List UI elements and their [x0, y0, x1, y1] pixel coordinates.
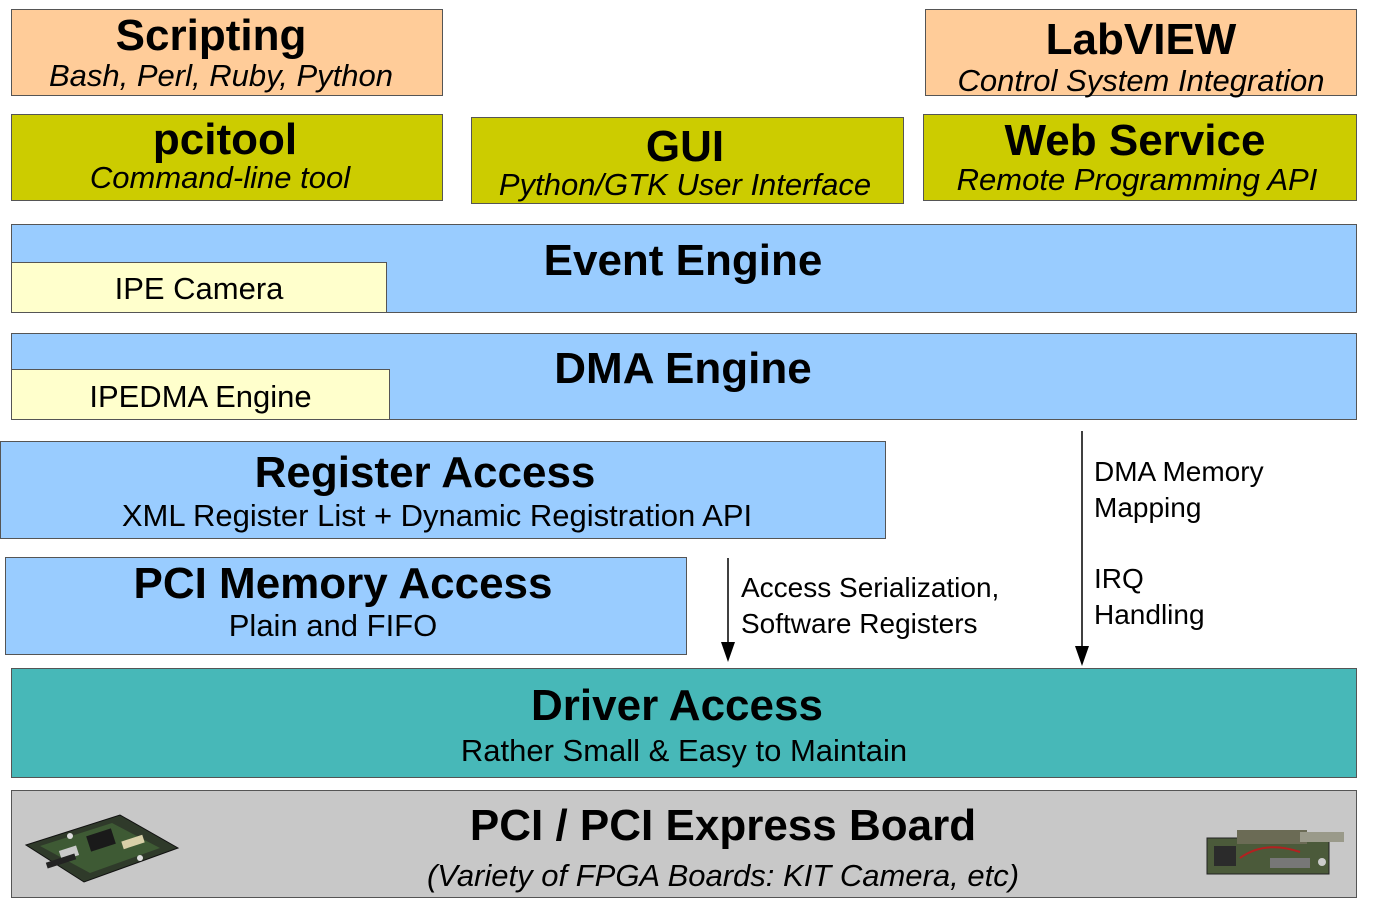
scripting-title: Scripting — [115, 11, 307, 60]
dma-engine-title: DMA Engine — [554, 344, 812, 393]
dma-arrow-head — [1075, 646, 1089, 666]
web-service-subtitle: Remote Programming API — [956, 162, 1318, 197]
web-service-box — [923, 114, 1357, 201]
ipe-camera-plugin — [11, 262, 387, 313]
pcitool-box — [11, 114, 443, 201]
dma-mapping-line2: Mapping — [1094, 492, 1202, 523]
fpga-board-icon — [24, 814, 180, 883]
pcitool-title: pcitool — [152, 115, 298, 164]
access-note: Access Serialization, Software Registers — [741, 570, 999, 642]
pci-memory-access-title: PCI Memory Access — [133, 559, 553, 608]
driver-access-box — [11, 668, 1357, 778]
register-access-title: Register Access — [254, 448, 596, 497]
labview-box — [925, 9, 1357, 96]
pci-memory-access-subtitle: Plain and FIFO — [228, 608, 438, 643]
ipe-camera-label: IPE Camera — [114, 271, 284, 306]
pci-board-subtitle: (Variety of FPGA Boards: KIT Camera, etc… — [426, 858, 1020, 893]
pci-board-box — [11, 790, 1357, 898]
event-engine-title: Event Engine — [543, 236, 823, 285]
register-access-subtitle: XML Register List + Dynamic Registration… — [121, 498, 753, 533]
scripting-subtitle: Bash, Perl, Ruby, Python — [48, 58, 394, 93]
labview-title: LabVIEW — [1045, 15, 1237, 64]
access-note-line2: Software Registers — [741, 608, 978, 639]
irq-line2: Handling — [1094, 599, 1205, 630]
ipedma-engine-plugin — [11, 369, 390, 420]
gui-title: GUI — [645, 122, 725, 171]
scripting-box — [11, 9, 443, 96]
gui-subtitle: Python/GTK User Interface — [498, 167, 872, 202]
irq-line1: IRQ — [1094, 563, 1144, 594]
pcitool-subtitle: Command-line tool — [89, 160, 351, 195]
web-service-title: Web Service — [1004, 116, 1266, 165]
labview-subtitle: Control System Integration — [957, 63, 1325, 98]
pci-memory-access-box — [5, 557, 687, 655]
irq-note: IRQ Handling — [1094, 561, 1205, 633]
gui-box — [471, 117, 904, 204]
pci-board-title: PCI / PCI Express Board — [469, 801, 977, 850]
ipedma-engine-label: IPEDMA Engine — [89, 379, 312, 414]
camera-board-icon — [1206, 830, 1344, 875]
driver-access-title: Driver Access — [531, 681, 823, 730]
dma-mapping-note: DMA Memory Mapping — [1094, 454, 1264, 526]
driver-access-subtitle: Rather Small & Easy to Maintain — [460, 733, 908, 768]
register-access-box — [0, 441, 886, 539]
access-arrow-head — [721, 642, 735, 662]
dma-mapping-line1: DMA Memory — [1094, 456, 1264, 487]
access-note-line1: Access Serialization, — [741, 572, 1000, 603]
